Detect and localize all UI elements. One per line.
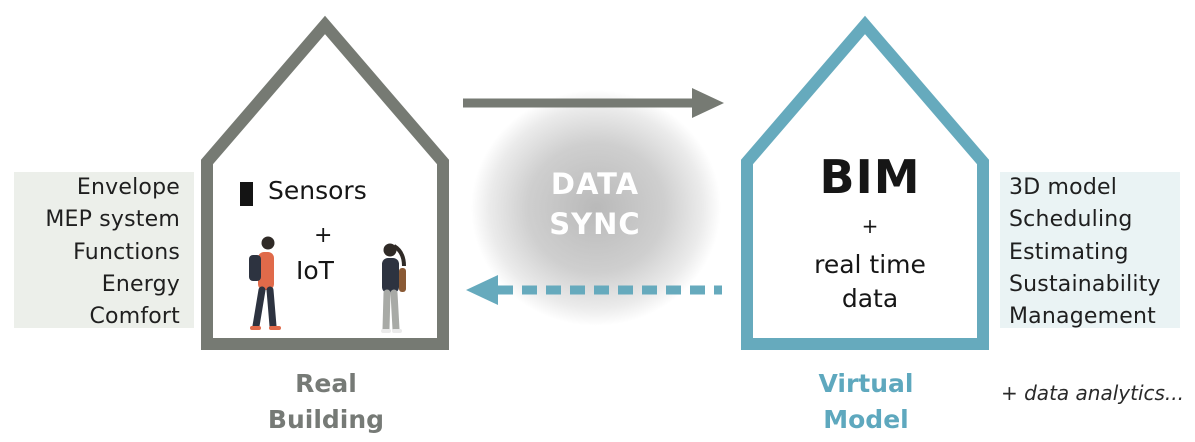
real-caption-line-2: Building: [267, 405, 385, 434]
real-building-caption: Real Building: [226, 366, 426, 438]
feature-item: Scheduling: [1009, 207, 1133, 233]
solid-arrow-icon: [463, 88, 724, 118]
realtime-line-1: real time: [814, 250, 926, 279]
person-walking-icon: [249, 236, 281, 330]
attribute-item: Envelope: [76, 175, 180, 200]
realtime-data-label: real time data: [790, 248, 950, 316]
sync-line-2: SYNC: [549, 207, 641, 241]
attribute-item: MEP system: [45, 207, 180, 233]
sensor-icon: [240, 182, 253, 206]
virtual-caption-line-2: Model: [823, 405, 909, 434]
bim-label: BIM: [819, 150, 921, 204]
attribute-item: Energy: [101, 271, 180, 297]
attribute-item: Functions: [73, 239, 180, 265]
virtual-model-features: 3D model Scheduling Estimating Sustainab…: [1000, 172, 1180, 329]
bim-plus-sign: +: [861, 214, 879, 238]
data-sync-glow: [471, 90, 721, 326]
data-sync-label: DATA SYNC: [535, 164, 655, 244]
iot-label: IoT: [296, 256, 334, 285]
feature-item: Estimating: [1009, 239, 1129, 265]
real-building-attributes: Envelope MEP system Functions Energy Com…: [14, 172, 194, 329]
virtual-caption-line-1: Virtual: [818, 369, 914, 398]
virtual-model-house: [741, 15, 989, 350]
real-plus-sign: +: [314, 223, 333, 248]
feature-item: Sustainability: [1009, 271, 1161, 297]
real-building-house: [201, 15, 449, 350]
dashed-arrow-icon: [466, 275, 722, 305]
attribute-item: Comfort: [89, 304, 180, 330]
sync-line-1: DATA: [550, 167, 640, 201]
data-analytics-note: + data analytics...: [1001, 381, 1184, 405]
sensors-label: Sensors: [268, 176, 367, 205]
person-standing-icon: [381, 243, 406, 333]
realtime-line-2: data: [841, 284, 899, 313]
feature-item: Management: [1009, 304, 1156, 330]
virtual-model-caption: Virtual Model: [766, 366, 966, 438]
real-caption-line-1: Real: [295, 369, 357, 398]
feature-item: 3D model: [1009, 175, 1118, 200]
